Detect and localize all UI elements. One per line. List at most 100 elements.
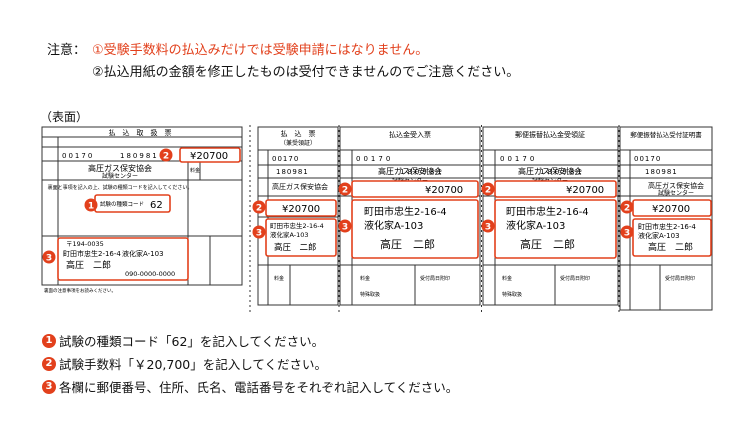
address-highlight-main	[57, 237, 189, 281]
slip-cert2-panel	[619, 126, 713, 311]
badge-3-report-text: 3	[485, 223, 491, 233]
badge-3-cert2	[620, 225, 634, 239]
badge-2-receipt-text: 2	[256, 204, 262, 214]
address-main-1: 町田市忠生2-16-4	[63, 249, 121, 258]
account-prefix-cert: 00170	[356, 155, 393, 163]
amount-highlight-report	[494, 180, 617, 198]
address-highlight-cert2	[632, 218, 712, 257]
fee-label-report: 料金	[502, 275, 512, 282]
stamp-label-report: 受付局日附印	[560, 275, 590, 282]
head-cert: 払込金受入票	[389, 130, 431, 139]
badge-2-report	[481, 182, 495, 196]
fee-label-receipt: 料金	[274, 275, 284, 282]
stamp-label-cert: 受付局日附印	[420, 275, 450, 282]
head-receipt-sub: （兼受領証）	[280, 139, 316, 147]
address-main-2: 液化家A-103	[122, 249, 164, 258]
slip-main-panel	[41, 126, 243, 286]
payee-main-1: 高圧ガス保安協会	[88, 163, 152, 173]
badge-3-report	[481, 219, 495, 233]
notice-line-2: ②払込用紙の金額を修正したものは受付できませんのでご注意ください。	[92, 65, 520, 80]
fee-label-cert: 料金	[360, 275, 370, 282]
badge-2-cert2-text: 2	[624, 204, 630, 214]
payee-report-1: 高圧ガス保安協会	[518, 166, 582, 176]
slip-cert-panel	[339, 126, 481, 306]
badge-3-receipt	[252, 225, 266, 239]
payee-receipt-1: 高圧ガス保安協会	[272, 182, 328, 191]
fee-label-main: 料金	[190, 167, 200, 174]
legend-item-1: 1 試験の種類コード「62」を記入してください。	[42, 331, 324, 350]
account-no-receipt: 180981	[276, 168, 309, 176]
account-no-cert: 180981	[400, 168, 445, 176]
notice-line-1: ①受験手数料の払込みだけでは受験申請にはなりません。	[92, 43, 429, 58]
side-label: （表面）	[40, 110, 89, 124]
payee-cert2-2: 試験センター	[658, 189, 694, 197]
amount-cert2: ¥20700	[652, 204, 690, 215]
amount-report: ¥20700	[566, 185, 604, 196]
amount-receipt: ¥20700	[282, 204, 320, 215]
badge-3-main	[42, 250, 56, 264]
name-main: 高圧 二郎	[66, 259, 111, 271]
account-prefix-receipt: 00170	[272, 155, 299, 163]
badge-1-main	[84, 198, 98, 212]
account-no-report: 180981	[540, 168, 585, 176]
address-report-1: 町田市忠生2-16-4	[506, 205, 589, 218]
legend-badge-3: 3	[42, 379, 56, 394]
head-main: 払 込 取 扱 票	[109, 128, 172, 137]
badge-2-main-text: 2	[163, 152, 169, 162]
legend-text-3: 各欄に郵便番号、住所、氏名、電話番号をそれぞれ記入してください。	[59, 380, 459, 395]
payee-cert-1: 高圧ガス保安協会	[378, 166, 442, 176]
payee-main-2: 試験センター	[102, 172, 138, 180]
name-cert: 高圧 二郎	[380, 237, 435, 251]
badge-3-receipt-text: 3	[256, 229, 262, 239]
badge-2-cert	[338, 182, 352, 196]
account-prefix-main: 00170	[62, 152, 94, 160]
head-receipt: 払 込 票	[281, 129, 316, 138]
legend-badge-1: 1	[42, 333, 56, 348]
code-instruction: 裏面と事項を記入の上、試験の種類コードを記入してください。	[48, 184, 193, 191]
address-cert2-1: 町田市忠生2-16-4	[638, 222, 696, 231]
address-cert-1: 町田市忠生2-16-4	[364, 205, 447, 218]
code-label: 試験の種類コード	[100, 200, 144, 208]
badge-2-cert2	[620, 200, 634, 214]
badge-2-main	[159, 148, 173, 162]
badge-2-cert-text: 2	[342, 186, 348, 196]
payee-cert2-1: 高圧ガス保安協会	[648, 181, 704, 190]
badge-2-report-text: 2	[485, 186, 491, 196]
address-receipt-2: 液化家A-103	[270, 230, 309, 239]
legend-item-3: 3 各欄に郵便番号、住所、氏名、電話番号をそれぞれ記入してください。	[42, 377, 458, 396]
badge-3-cert2-text: 3	[624, 229, 630, 239]
address-highlight-cert	[351, 199, 479, 259]
code-value: 62	[150, 200, 163, 211]
amount-main: ¥20700	[190, 151, 228, 162]
postal-main: 〒194-0035	[66, 240, 104, 248]
head-report: 郵便振替払込金受領証	[515, 130, 585, 139]
name-report: 高圧 二郎	[520, 237, 575, 251]
legend-text-1: 試験の種類コード「62」を記入してください。	[59, 334, 325, 349]
amount-highlight-receipt	[265, 199, 337, 217]
amount-cert: ¥20700	[425, 185, 463, 196]
slip-report-panel	[482, 126, 619, 306]
legend-text-2: 試験手数料「￥20,700」を記入してください。	[59, 357, 327, 372]
special-label-cert: 特殊取扱	[360, 291, 380, 298]
account-prefix-cert2: 00170	[634, 155, 661, 163]
name-cert2: 高圧 二郎	[648, 241, 693, 253]
head-cert2: 郵便振替払込受付証明書	[630, 130, 702, 139]
badge-2-receipt	[252, 200, 266, 214]
legend-item-2: 2 試験手数料「￥20,700」を記入してください。	[42, 354, 327, 373]
name-receipt: 高圧 二郎	[274, 242, 317, 253]
account-no-cert2: 180981	[645, 168, 678, 176]
account-no-main: 180981	[120, 152, 159, 160]
address-cert2-2: 液化家A-103	[638, 231, 680, 240]
badge-3-cert-text: 3	[342, 223, 348, 233]
slip-receipt-panel	[257, 126, 339, 306]
address-cert-2: 液化家A-103	[364, 219, 423, 232]
badge-3-main-text: 3	[46, 254, 52, 264]
amount-highlight-cert	[351, 180, 479, 198]
account-prefix-report: 00170	[500, 155, 537, 163]
badge-1-main-text: 1	[88, 202, 94, 212]
footer-note: 裏面の注意事項をお読みください。	[44, 287, 116, 294]
special-label-report: 特殊取扱	[502, 291, 522, 298]
phone-main: 090-0000-0000	[125, 270, 175, 278]
address-report-2: 液化家A-103	[506, 219, 565, 232]
